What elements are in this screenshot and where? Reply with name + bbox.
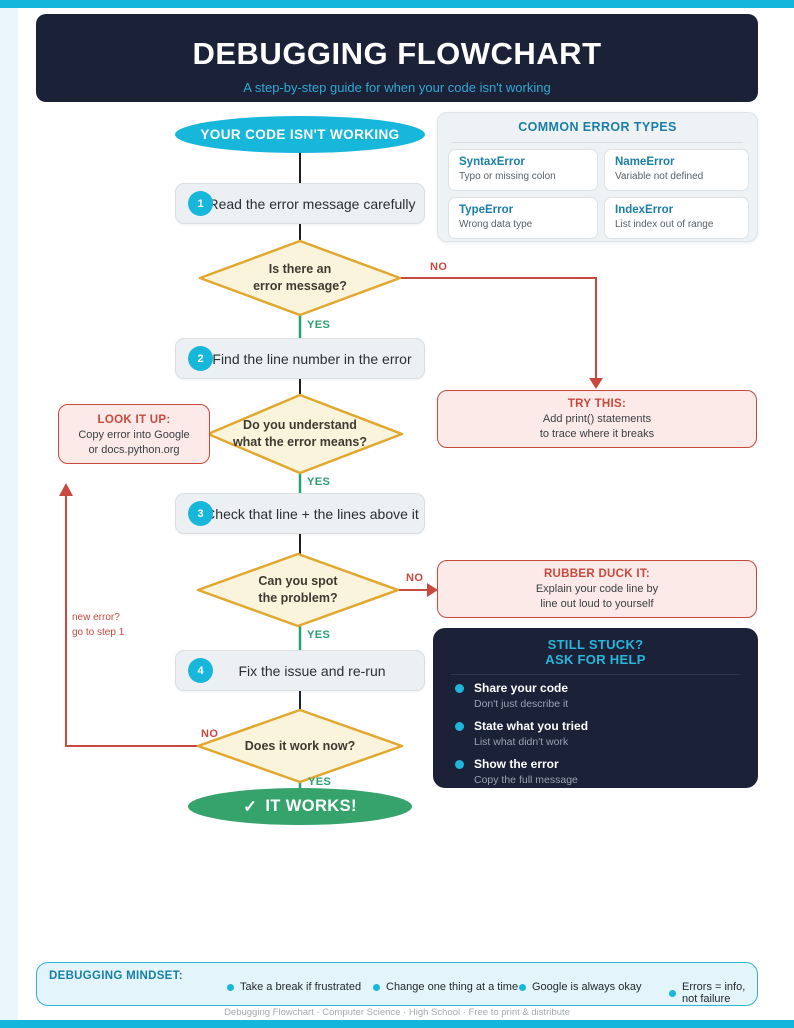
- step-4-number-badge: 4: [188, 658, 213, 683]
- decision-diamond-1: [198, 239, 402, 317]
- arrowhead-right-icon: [427, 583, 438, 597]
- end-node-label: IT WORKS!: [265, 797, 357, 815]
- step-4-box: 4 Fix the issue and re-run: [175, 650, 425, 691]
- try-this-title: TRY THIS:: [567, 398, 627, 410]
- step-3-label: Check that line + the lines above it: [205, 505, 419, 522]
- footer-credits: Debugging Flowchart · Computer Science ·…: [224, 1007, 570, 1018]
- rubber-duck-title: RUBBER DUCK IT:: [543, 568, 651, 580]
- mindset-item-one-thing: Change one thing at a time: [373, 981, 518, 993]
- try-this-line2: to trace where it breaks: [539, 428, 655, 440]
- error-card-typeerror: TypeError Wrong data type: [448, 197, 598, 239]
- error-card-nameerror: NameError Variable not defined: [604, 149, 749, 191]
- decision-3-text: Can you spot the problem?: [258, 574, 338, 605]
- arrowhead-down-icon: [589, 378, 603, 389]
- bottom-accent-bar: [0, 1020, 794, 1028]
- page-header: DEBUGGING FLOWCHART A step-by-step guide…: [36, 14, 758, 102]
- page-subtitle: A step-by-step guide for when your code …: [243, 80, 551, 95]
- bullet-dot-icon: [227, 983, 234, 991]
- edge-label-no-4: NO: [201, 728, 219, 740]
- rubber-duck-line1: Explain your code line by: [535, 583, 659, 595]
- start-node-label: YOUR CODE ISN'T WORKING: [200, 127, 400, 142]
- page-title: DEBUGGING FLOWCHART: [192, 36, 602, 71]
- error-card-syntaxerror: SyntaxError Typo or missing colon: [448, 149, 598, 191]
- start-node: YOUR CODE ISN'T WORKING: [175, 116, 425, 153]
- bullet-dot-icon: [519, 983, 526, 991]
- edge-label-yes-4: YES: [308, 776, 332, 788]
- end-node: ✓ IT WORKS!: [188, 788, 412, 825]
- step-2-label: Find the line number in the error: [212, 350, 412, 367]
- mindset-title: DEBUGGING MINDSET:: [49, 970, 183, 982]
- error-panel-divider: [452, 142, 743, 143]
- connector-no-d4-loop: [65, 494, 198, 747]
- bullet-dot-icon: [373, 983, 380, 991]
- error-panel-title: COMMON ERROR TYPES: [518, 120, 677, 134]
- connector-no-d1: [400, 277, 597, 378]
- try-this-line1: Add print() statements: [542, 413, 652, 425]
- step-1-box: 1 Read the error message carefully: [175, 183, 425, 224]
- left-margin-strip: [0, 8, 18, 1020]
- look-it-up-line1: Copy error into Google: [78, 429, 190, 441]
- decision-diamond-2: [206, 393, 404, 475]
- step-2-number-badge: 2: [188, 346, 213, 371]
- edge-label-yes-3: YES: [307, 629, 331, 641]
- help-item-state-tried: State what you tried List what didn't wo…: [433, 719, 758, 748]
- step-3-box: 3 Check that line + the lines above it: [175, 493, 425, 534]
- decision-4-text: Does it work now?: [244, 738, 356, 753]
- rubber-duck-box: RUBBER DUCK IT: Explain your code line b…: [437, 560, 757, 618]
- bullet-dot-icon: [455, 760, 464, 769]
- step-3-number-badge: 3: [188, 501, 213, 526]
- mindset-item-break: Take a break if frustrated: [227, 981, 361, 993]
- decision-diamond-3: [196, 552, 400, 628]
- bullet-dot-icon: [455, 722, 464, 731]
- mindset-item-errors-info: Errors = info, not failure: [669, 981, 757, 1005]
- error-card-indexerror: IndexError List index out of range: [604, 197, 749, 239]
- edge-label-yes-2: YES: [307, 476, 331, 488]
- look-it-up-title: LOOK IT UP:: [97, 414, 171, 426]
- help-item-show-error: Show the error Copy the full message: [433, 757, 758, 786]
- still-stuck-divider: [451, 674, 740, 675]
- top-accent-bar: [0, 0, 794, 8]
- try-this-box: TRY THIS: Add print() statements to trac…: [437, 390, 757, 448]
- decision-2-text: Do you understand what the error means?: [232, 418, 368, 449]
- edge-label-no-3: NO: [406, 572, 424, 584]
- step-1-label: Read the error message carefully: [208, 195, 416, 212]
- edge-label-no-1: NO: [430, 261, 448, 273]
- help-item-share-code: Share your code Don't just describe it: [433, 681, 758, 710]
- edge-label-yes-1: YES: [307, 319, 331, 331]
- checkmark-icon: ✓: [243, 797, 258, 816]
- mindset-item-google: Google is always okay: [519, 981, 641, 993]
- arrowhead-up-icon: [59, 483, 73, 496]
- step-1-number-badge: 1: [188, 191, 213, 216]
- rubber-duck-line2: line out loud to yourself: [540, 598, 654, 610]
- debugging-mindset-bar: DEBUGGING MINDSET: Take a break if frust…: [36, 962, 758, 1006]
- look-it-up-line2: or docs.python.org: [88, 444, 180, 456]
- step-2-box: 2 Find the line number in the error: [175, 338, 425, 379]
- decision-1-text: Is there an error message?: [253, 262, 347, 293]
- step-4-label: Fix the issue and re-run: [238, 662, 386, 679]
- common-error-types-panel: COMMON ERROR TYPES SyntaxError Typo or m…: [437, 112, 758, 242]
- decision-diamond-4: [196, 708, 404, 784]
- bullet-dot-icon: [669, 989, 676, 997]
- look-it-up-box: LOOK IT UP: Copy error into Google or do…: [58, 404, 210, 464]
- bullet-dot-icon: [455, 684, 464, 693]
- still-stuck-title: STILL STUCK? ASK FOR HELP: [545, 637, 646, 667]
- still-stuck-panel: STILL STUCK? ASK FOR HELP Share your cod…: [433, 628, 758, 788]
- loop-back-note: new error? go to step 1: [72, 612, 125, 638]
